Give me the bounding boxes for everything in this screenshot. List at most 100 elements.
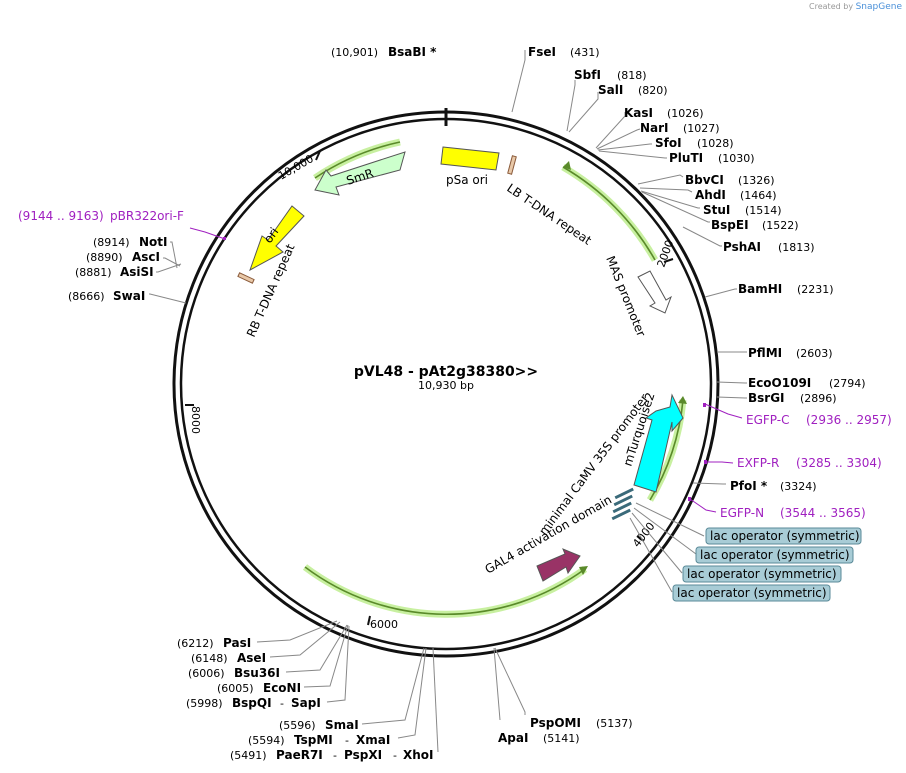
lac-operator-label-0: lac operator (symmetric) xyxy=(710,529,860,543)
gal4-feature xyxy=(536,548,581,582)
snapgene-credit: Created by SnapGene xyxy=(809,2,902,12)
site-bsu36i-name: Bsu36I xyxy=(234,666,280,680)
plasmid-length: 10,930 bp xyxy=(418,379,474,392)
site-nari-pos: (1027) xyxy=(683,122,720,135)
site-pflmi-pos: (2603) xyxy=(796,347,833,360)
site-apai-name: ApaI xyxy=(498,731,528,745)
site-pfoi-pos: (3324) xyxy=(780,480,817,493)
primer-egfpc-mark xyxy=(703,403,706,407)
orf-arc-top-right-head xyxy=(563,161,571,170)
mas-label: MAS promoter xyxy=(603,254,648,339)
orf-arc-bottom-line xyxy=(304,566,586,616)
site-kasi-name: KasI xyxy=(624,106,653,120)
primer-egfpc-pos: (2936 .. 2957) xyxy=(806,413,892,427)
site-apai-pos: (5141) xyxy=(543,732,580,745)
primer-exfpr-name: EXFP-R xyxy=(737,456,779,470)
site-asei-pos: (6148) xyxy=(191,652,228,665)
site-swai-name: SwaI xyxy=(113,289,145,303)
primer-exfpr-mark xyxy=(704,460,707,464)
site-pspomi-pos: (5137) xyxy=(596,717,633,730)
site-sapi-name: SapI xyxy=(291,696,321,710)
primer-egfpn-mark xyxy=(688,497,691,501)
site-pluti-pos: (1030) xyxy=(718,152,755,165)
mas-promoter-feature xyxy=(637,270,672,314)
site-xmai-name: XmaI xyxy=(356,733,390,747)
lac-operator-label-1: lac operator (symmetric) xyxy=(700,548,850,562)
site-sfoi-name: SfoI xyxy=(655,136,682,150)
lb-feature xyxy=(507,155,517,175)
site-pshai-name: PshAI xyxy=(723,240,761,254)
operator-leaders xyxy=(629,502,705,593)
site-pasi-pos: (6212) xyxy=(177,637,214,650)
site-stui-name: StuI xyxy=(703,203,730,217)
tick-label-6000: 6000 xyxy=(370,618,398,631)
tick-2000 xyxy=(663,258,674,263)
primer-pbr322-mark xyxy=(223,237,226,240)
credit-brand: SnapGene xyxy=(855,2,902,12)
site-pflmi-name: PflMI xyxy=(748,346,782,360)
lac-operator-2: lac operator (symmetric) xyxy=(682,565,842,583)
primer-pbr322-pos: (9144 .. 9163) xyxy=(18,209,104,223)
site-bspei-name: BspEI xyxy=(711,218,749,232)
site-econi-pos: (6005) xyxy=(217,682,254,695)
site-pluti-name: PluTI xyxy=(669,151,703,165)
lac-operator-3: lac operator (symmetric) xyxy=(672,584,831,602)
site-ecoo109i-pos: (2794) xyxy=(829,377,866,390)
site-sfoi-pos: (1028) xyxy=(697,137,734,150)
site-sali-pos: (820) xyxy=(638,84,668,97)
lac-operator-1: lac operator (symmetric) xyxy=(695,546,854,564)
orf-arc-right-head xyxy=(678,396,687,404)
tick-label-2000: 2000 xyxy=(655,238,677,269)
site-swai-pos: (8666) xyxy=(68,290,105,303)
credit-prefix: Created by xyxy=(809,2,854,11)
site-tspmi-pos: (5594) xyxy=(248,734,285,747)
site-bamhi-name: BamHI xyxy=(738,282,782,296)
tick-6000 xyxy=(367,615,371,626)
rb-feature xyxy=(237,272,255,284)
right-leaders xyxy=(493,50,747,721)
site-asci-name: AscI xyxy=(132,250,160,264)
site-pspxi-dash: - xyxy=(393,749,397,762)
site-ahdi-pos: (1464) xyxy=(740,189,777,202)
site-paer7i-dash: - xyxy=(333,749,337,762)
plasmid-name: pVL48 - pAt2g38380>> xyxy=(354,364,538,380)
site-paer7i-pos: (5491) xyxy=(230,749,267,762)
primer-marks xyxy=(189,227,743,513)
site-bsrgi-name: BsrGI xyxy=(748,391,785,405)
site-bsu36i-pos: (6006) xyxy=(188,667,225,680)
primer-egfpc-name: EGFP-C xyxy=(746,413,789,427)
tick-label-4000: 4000 xyxy=(630,520,657,550)
orf-arc-top-right xyxy=(561,163,659,262)
site-bspqi-dash: - xyxy=(280,697,284,710)
site-smai-pos: (5596) xyxy=(279,719,316,732)
tick-10000 xyxy=(315,150,321,161)
orf-arc-bottom-head xyxy=(579,566,588,575)
site-xhoi-name: XhoI xyxy=(403,748,434,762)
psa-ori-label: pSa ori xyxy=(446,173,488,187)
orf-arc-top-right-line xyxy=(562,166,656,261)
site-bbvci-pos: (1326) xyxy=(738,174,775,187)
mturquoise2-feature xyxy=(633,393,684,493)
site-ecoo109i-name: EcoO109I xyxy=(748,376,811,390)
site-pspxi-name: PspXI xyxy=(344,748,382,762)
lac-operator-0: lac operator (symmetric) xyxy=(705,527,862,545)
site-asei-name: AseI xyxy=(237,651,266,665)
site-pfoi-name: PfoI * xyxy=(730,479,768,493)
site-bamhi-pos: (2231) xyxy=(797,283,834,296)
primer-egfpn-pos: (3544 .. 3565) xyxy=(780,506,866,520)
ori-feature xyxy=(249,205,305,272)
site-bspqi-name: BspQI xyxy=(232,696,272,710)
site-bspei-pos: (1522) xyxy=(762,219,799,232)
site-asisi-pos: (8881) xyxy=(75,266,112,279)
site-bspqi-pos: (5998) xyxy=(186,697,223,710)
camv-promoter-bars xyxy=(611,487,634,521)
primer-egfpn-name: EGFP-N xyxy=(720,506,764,520)
primer-pbr322-name: pBR322ori-F xyxy=(110,209,184,223)
site-smai-name: SmaI xyxy=(325,718,359,732)
site-asci-pos: (8890) xyxy=(86,251,123,264)
site-pshai-pos: (1813) xyxy=(778,241,815,254)
site-noti-pos: (8914) xyxy=(93,236,130,249)
site-tspmi-dash: - xyxy=(345,734,349,747)
site-tspmi-name: TspMI xyxy=(294,733,333,747)
